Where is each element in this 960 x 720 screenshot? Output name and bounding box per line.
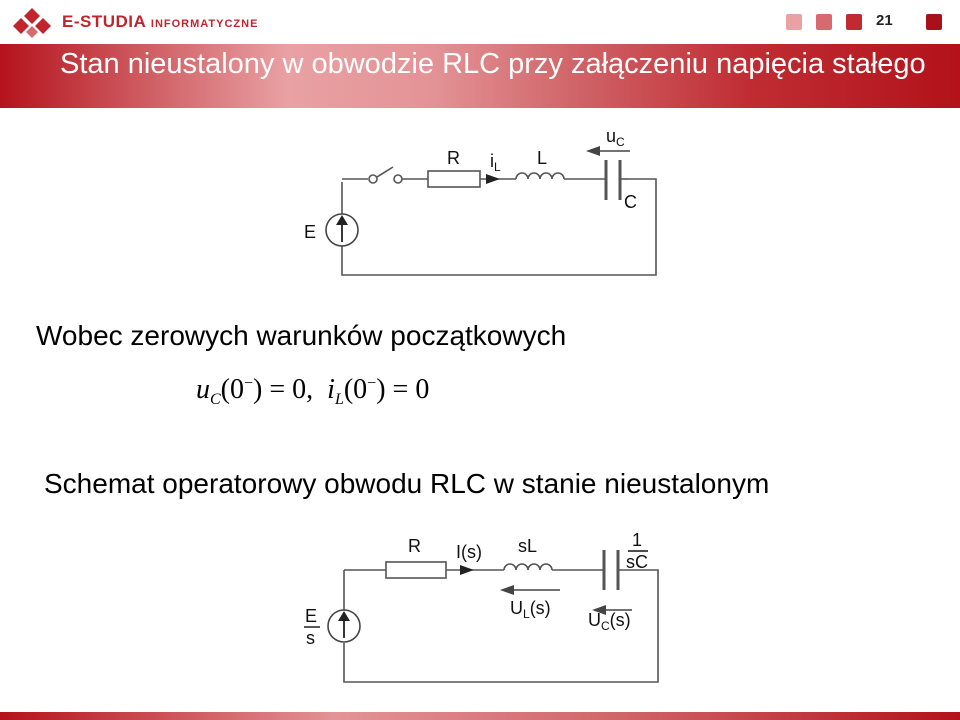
- source-arrow-icon: [338, 611, 350, 621]
- label-L: L: [537, 148, 547, 168]
- formula-i-sub: L: [334, 391, 344, 408]
- nav-square-1[interactable]: [786, 14, 802, 30]
- nav-square-3[interactable]: [846, 14, 862, 30]
- uc-arrow-icon: [592, 605, 606, 615]
- label-sL: sL: [518, 536, 537, 556]
- label-Is: I(s): [456, 542, 482, 562]
- formula-rest2: ) = 0: [376, 374, 430, 405]
- brand-sub: INFORMATYCZNE: [150, 18, 259, 30]
- page-number: 21: [876, 12, 893, 29]
- nav-square-4[interactable]: [926, 14, 942, 30]
- brand-main: E-STUDIA: [62, 12, 146, 31]
- operator-circuit-diagram: R I(s) sL 1 sC UL(s) UC(s) E s: [304, 530, 659, 683]
- slide-title: Stan nieustalony w obwodzie RLC przy zał…: [60, 48, 926, 80]
- formula-u-sub: C: [210, 391, 221, 408]
- formula-arg1: (0: [220, 374, 244, 405]
- label-E-den: s: [306, 628, 315, 648]
- label-C: C: [624, 192, 637, 212]
- label-iL: iL: [490, 151, 501, 174]
- label-E-num: E: [305, 606, 317, 626]
- formula-rest1: ) = 0,: [253, 374, 314, 405]
- voltage-arrow-icon: [586, 146, 600, 156]
- header-bar: E-STUDIA INFORMATYCZNE 21: [0, 0, 960, 44]
- current-arrow-icon: [460, 565, 474, 575]
- label-UC: UC(s): [588, 610, 631, 633]
- footer-bar: [0, 712, 960, 720]
- nav-square-2[interactable]: [816, 14, 832, 30]
- label-R: R: [447, 148, 460, 168]
- label-UL: UL(s): [510, 598, 551, 621]
- rlc-circuit-diagram: R iL L uC C E: [304, 126, 657, 276]
- title-bar: Stan nieustalony w obwodzie RLC przy zał…: [0, 44, 960, 108]
- operator-schema-text: Schemat operatorowy obwodu RLC w stanie …: [44, 468, 770, 499]
- source-arrow-icon: [336, 215, 348, 225]
- label-cap-den: sC: [626, 552, 648, 572]
- label-uC: uC: [606, 126, 625, 149]
- label-E: E: [304, 222, 316, 242]
- initial-conditions-text: Wobec zerowych warunków początkowych: [36, 320, 567, 351]
- ul-arrow-icon: [500, 585, 514, 595]
- brand-name: E-STUDIA INFORMATYCZNE: [62, 12, 258, 32]
- e-studia-logo-icon: [13, 8, 51, 38]
- current-arrow-icon: [486, 174, 500, 184]
- formula-i: i: [327, 374, 335, 405]
- label-R: R: [408, 536, 421, 556]
- formula-u: u: [196, 374, 210, 405]
- formula-sup2: −: [367, 375, 377, 392]
- formula-arg2: (0: [343, 374, 368, 405]
- label-cap-num: 1: [632, 530, 642, 550]
- initial-conditions-formula: uC(0−) = 0, iL(0−) = 0: [196, 374, 429, 409]
- formula-sup1: −: [244, 375, 254, 392]
